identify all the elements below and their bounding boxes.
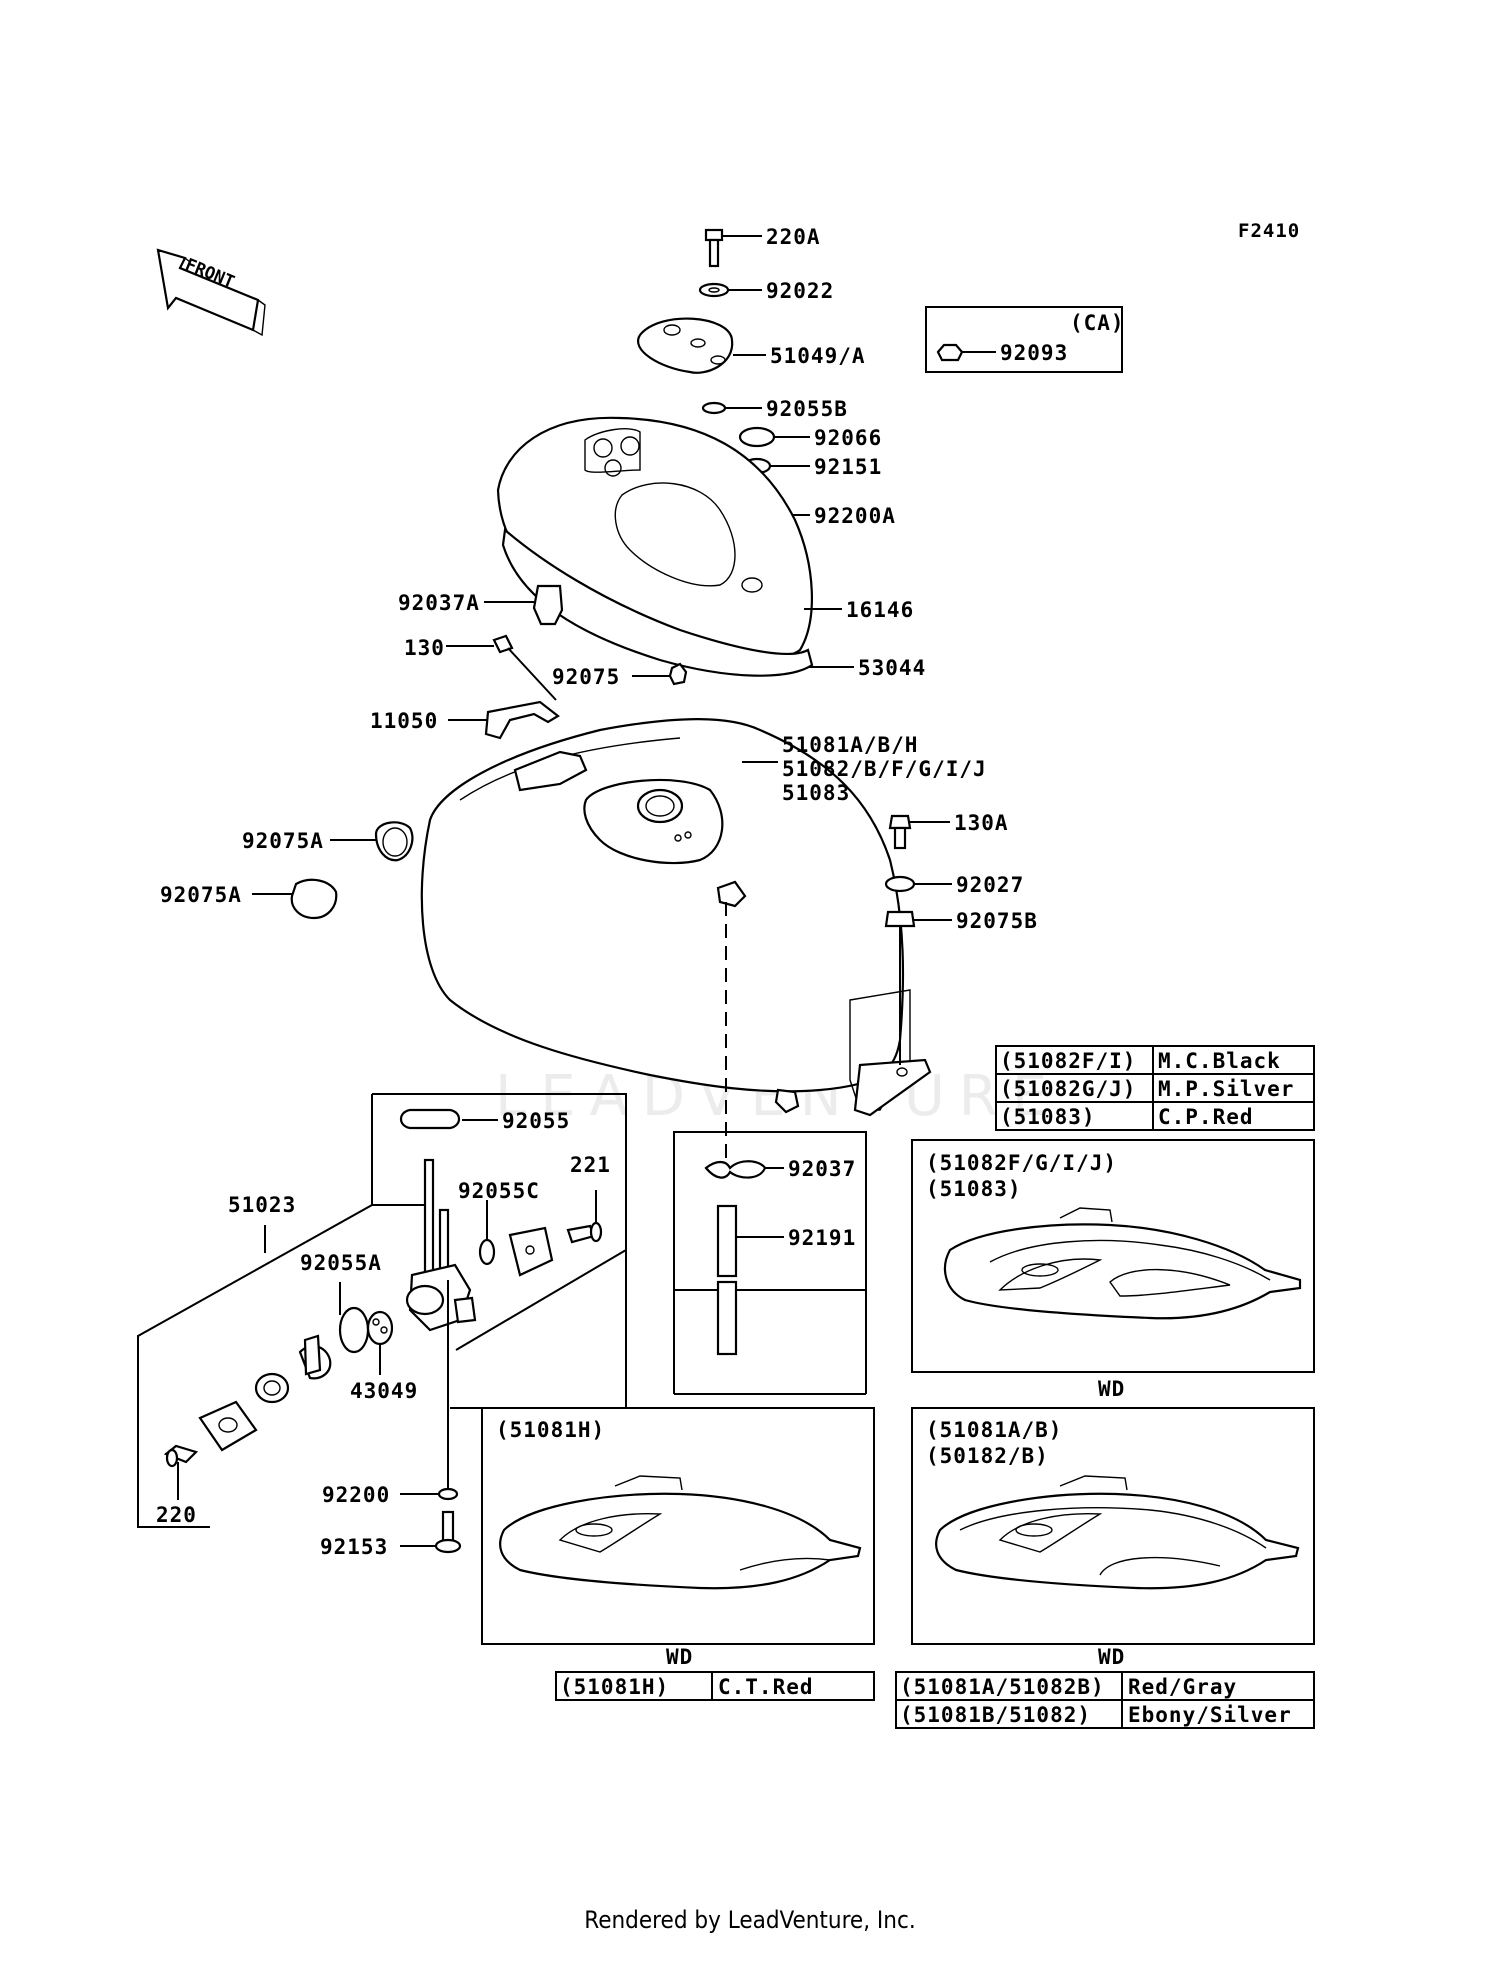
figure-code: F2410: [1238, 220, 1300, 242]
label-92055C: 92055C: [458, 1179, 540, 1203]
label-92055A: 92055A: [300, 1251, 382, 1275]
label-92055B: 92055B: [766, 397, 848, 421]
ct-right-model-1: (51081A/51082B): [900, 1675, 1105, 1699]
ca-part: 92093: [1000, 341, 1068, 365]
front-arrow-icon: FRONT: [156, 248, 266, 337]
rear-mount-parts: 130A 92027 92075B: [884, 811, 1038, 1065]
ct-top-color-2: M.P.Silver: [1158, 1077, 1294, 1101]
fuel-tank: 51081A/B/H 51082/B/F/G/I/J 51083: [420, 718, 987, 1160]
label-51023: 51023: [228, 1193, 296, 1217]
panel-lb-wd: WD: [666, 1645, 693, 1669]
label-92075A-1: 92075A: [242, 829, 324, 853]
label-92037: 92037: [788, 1157, 856, 1181]
label-92027: 92027: [956, 873, 1024, 897]
panel-rt-line1: (51082F/G/I/J): [926, 1151, 1117, 1175]
ct-right-model-2: (51081B/51082): [900, 1703, 1091, 1727]
label-92191: 92191: [788, 1226, 856, 1250]
vent-tube-box: 92037 92191: [673, 1131, 867, 1356]
label-92075A-2: 92075A: [160, 883, 242, 907]
panel-rb-line1: (51081A/B): [926, 1418, 1062, 1442]
ct-left-color-1: C.T.Red: [718, 1675, 814, 1699]
label-92066: 92066: [814, 426, 882, 450]
label-16146: 16146: [846, 598, 914, 622]
label-51049: 51049/A: [770, 344, 866, 368]
color-table-left: (51081H) C.T.Red: [555, 1671, 875, 1701]
ct-left-model-1: (51081H): [560, 1675, 669, 1699]
label-92153: 92153: [320, 1535, 388, 1559]
ct-top-model-1: (51082F/I): [1000, 1049, 1136, 1073]
ct-top-model-3: (51083): [1000, 1105, 1096, 1129]
panel-rb-wd: WD: [1098, 1645, 1125, 1669]
label-92055: 92055: [502, 1109, 570, 1133]
label-130: 130: [404, 636, 445, 660]
color-table-right: (51081A/51082B) Red/Gray (51081B/51082) …: [895, 1671, 1315, 1729]
label-51083: 51083: [782, 781, 850, 805]
label-220A: 220A: [766, 225, 821, 249]
label-92200: 92200: [322, 1483, 390, 1507]
label-92075: 92075: [552, 665, 620, 689]
upper-hardware: 220A 92022 51049/A 92055B 92066 92151 92…: [637, 225, 896, 528]
label-53044: 53044: [858, 656, 926, 680]
label-92022: 92022: [766, 279, 834, 303]
ca-box: (CA) 92093: [925, 306, 1125, 373]
label-221: 221: [570, 1153, 611, 1177]
panel-rt-wd: WD: [1098, 1377, 1125, 1401]
fuel-cock-assembly: 51023 92055 92055C 221 92055A 43049: [137, 1093, 627, 1559]
label-51081: 51081A/B/H: [782, 733, 918, 757]
tank-cover-16146: 16146 53044: [496, 416, 926, 680]
panel-rb-line2: (50182/B): [926, 1444, 1049, 1468]
ca-tag: (CA): [1070, 311, 1125, 335]
ct-right-color-1: Red/Gray: [1128, 1675, 1237, 1699]
panel-variant-51082: (51082F/G/I/J) (51083) WD: [911, 1139, 1315, 1401]
label-220: 220: [156, 1503, 197, 1527]
label-130A: 130A: [954, 811, 1009, 835]
label-51082: 51082/B/F/G/I/J: [782, 757, 987, 781]
panel-variant-51081H: (51081H) WD: [481, 1407, 875, 1669]
footer-credit: Rendered by LeadVenture, Inc.: [584, 1906, 916, 1934]
ct-right-color-2: Ebony/Silver: [1128, 1703, 1292, 1727]
label-92200A: 92200A: [814, 504, 896, 528]
label-92037A: 92037A: [398, 591, 480, 615]
label-92151: 92151: [814, 455, 882, 479]
panel-rt-line2: (51083): [926, 1177, 1022, 1201]
color-table-top: (51082F/I) M.C.Black (51082G/J) M.P.Silv…: [995, 1045, 1315, 1131]
ct-top-color-3: C.P.Red: [1158, 1105, 1254, 1129]
mounting-parts: 92037A 130 92075 11050 92075A 92075A: [160, 584, 688, 920]
ct-top-color-1: M.C.Black: [1158, 1049, 1281, 1073]
label-92075B: 92075B: [956, 909, 1038, 933]
panel-variant-51081AB: (51081A/B) (50182/B) WD: [911, 1407, 1315, 1669]
label-11050: 11050: [370, 709, 438, 733]
label-43049: 43049: [350, 1379, 418, 1403]
ct-top-model-2: (51082G/J): [1000, 1077, 1136, 1101]
panel-lb-line1: (51081H): [496, 1418, 605, 1442]
